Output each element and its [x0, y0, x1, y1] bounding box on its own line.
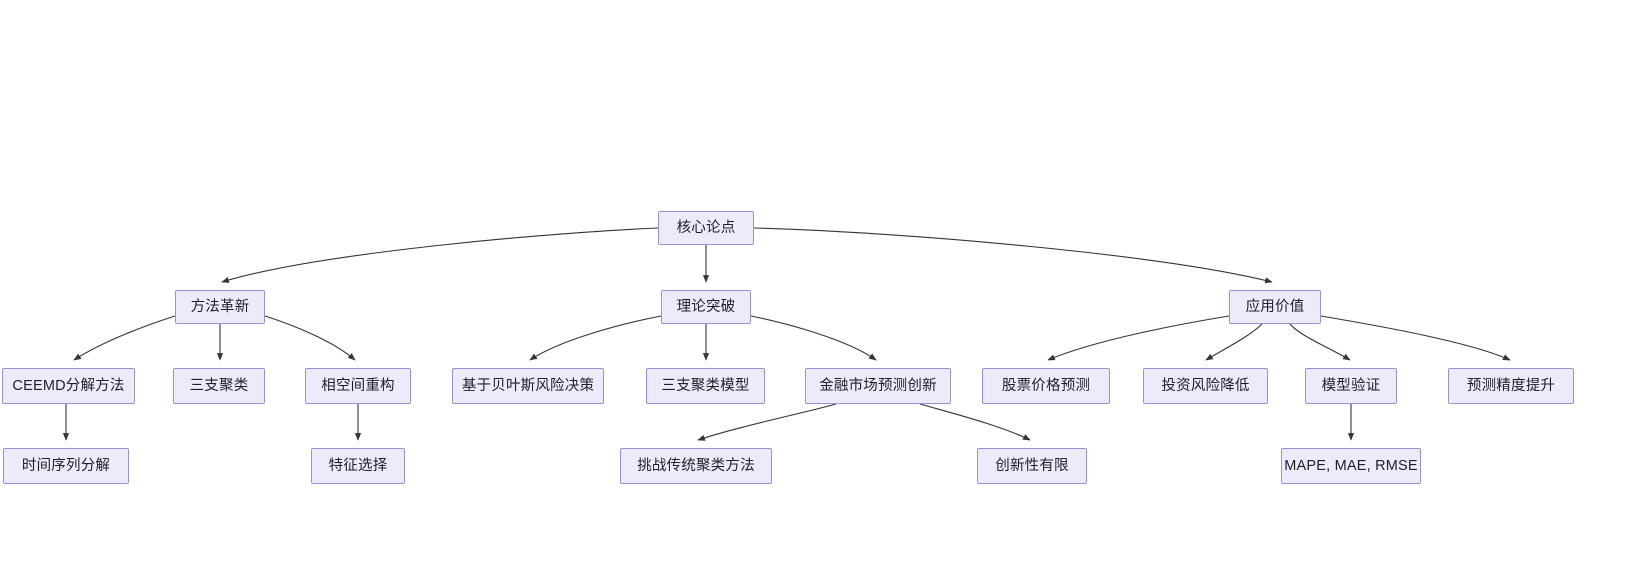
node-label: 挑战传统聚类方法 — [637, 457, 755, 474]
node-label: 创新性有限 — [995, 457, 1069, 474]
node-l3a[interactable]: 时间序列分解 — [3, 448, 129, 484]
node-l2c[interactable]: 相空间重构 — [305, 368, 411, 404]
node-l2h[interactable]: 投资风险降低 — [1143, 368, 1268, 404]
node-l3c[interactable]: 挑战传统聚类方法 — [620, 448, 772, 484]
node-label: 相空间重构 — [321, 377, 395, 394]
node-l3e[interactable]: MAPE, MAE, RMSE — [1281, 448, 1421, 484]
node-l2f[interactable]: 金融市场预测创新 — [805, 368, 951, 404]
node-l2g[interactable]: 股票价格预测 — [982, 368, 1110, 404]
node-label: 三支聚类 — [189, 377, 249, 394]
node-root[interactable]: 核心论点 — [658, 211, 754, 245]
node-l3d[interactable]: 创新性有限 — [977, 448, 1087, 484]
node-l2j[interactable]: 预测精度提升 — [1448, 368, 1574, 404]
node-label: CEEMD分解方法 — [12, 377, 125, 394]
node-l2d[interactable]: 基于贝叶斯风险决策 — [452, 368, 604, 404]
node-l2i[interactable]: 模型验证 — [1305, 368, 1397, 404]
node-l1c[interactable]: 应用价值 — [1229, 290, 1321, 324]
node-label: 股票价格预测 — [1001, 377, 1091, 394]
node-label: 时间序列分解 — [21, 457, 111, 474]
node-label: 基于贝叶斯风险决策 — [461, 377, 595, 394]
node-label: 三支聚类模型 — [661, 377, 750, 394]
node-label: 特征选择 — [328, 457, 388, 474]
node-label: 核心论点 — [676, 219, 736, 236]
node-label: 预测精度提升 — [1466, 377, 1556, 394]
node-l3b[interactable]: 特征选择 — [311, 448, 405, 484]
node-label: 理论突破 — [676, 298, 736, 315]
node-l2e[interactable]: 三支聚类模型 — [646, 368, 765, 404]
node-l1a[interactable]: 方法革新 — [175, 290, 265, 324]
node-label: 金融市场预测创新 — [819, 377, 937, 394]
node-label: 投资风险降低 — [1161, 377, 1250, 394]
node-label: MAPE, MAE, RMSE — [1284, 457, 1418, 474]
node-l1b[interactable]: 理论突破 — [661, 290, 751, 324]
node-label: 模型验证 — [1321, 377, 1381, 394]
node-l2a[interactable]: CEEMD分解方法 — [2, 368, 135, 404]
node-label: 应用价值 — [1245, 298, 1305, 315]
node-l2b[interactable]: 三支聚类 — [173, 368, 265, 404]
node-label: 方法革新 — [190, 298, 250, 315]
